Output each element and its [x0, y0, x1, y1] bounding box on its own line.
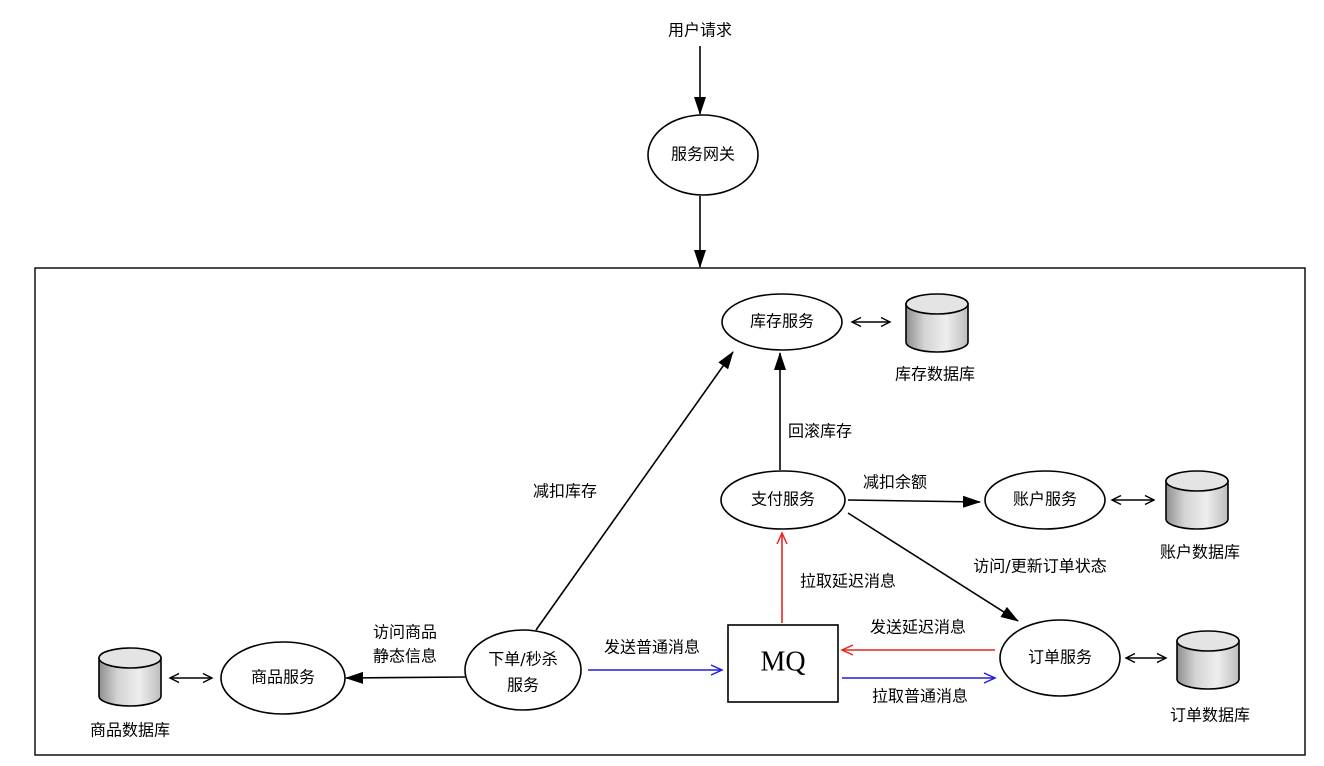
gateway-node	[647, 114, 759, 196]
edge-seckill-to-inventory	[535, 351, 734, 631]
deduct-balance-label: 减扣余额	[863, 473, 927, 492]
services-container	[34, 267, 1306, 756]
inventory-database-icon	[905, 293, 969, 353]
product-database-icon	[98, 647, 162, 707]
account-service-label: 账户服务	[1013, 490, 1077, 509]
inventory-service-node	[721, 293, 843, 351]
pull-delayed-message-label: 拉取延迟消息	[800, 572, 896, 591]
edge-payment-to-order	[847, 512, 1019, 622]
inventory-db-label: 库存数据库	[895, 365, 975, 384]
product-service-node	[220, 641, 346, 715]
payment-service-label: 支付服务	[751, 490, 815, 509]
user-request-label: 用户请求	[668, 21, 732, 40]
pull-normal-message-label: 拉取普通消息	[872, 687, 968, 706]
gateway-label: 服务网关	[671, 145, 735, 164]
deduct-inventory-label: 减扣库存	[533, 482, 597, 501]
send-normal-message-label: 发送普通消息	[604, 638, 700, 657]
edge-seckill-to-product	[345, 671, 466, 684]
account-db-label: 账户数据库	[1160, 543, 1240, 562]
edge-payment-to-account	[847, 495, 981, 508]
access-product-label-line2: 静态信息	[373, 647, 437, 666]
product-db-label: 商品数据库	[90, 721, 170, 740]
order-service-label: 订单服务	[1028, 648, 1092, 667]
mq-label: MQ	[760, 646, 805, 677]
order-service-node	[999, 619, 1121, 697]
product-service-label: 商品服务	[251, 668, 315, 687]
send-delayed-message-label: 发送延迟消息	[870, 618, 966, 637]
order-database-icon	[1176, 630, 1240, 690]
mq-node	[727, 624, 839, 703]
rollback-inventory-label: 回滚库存	[788, 422, 852, 441]
seckill-service-node	[464, 629, 582, 711]
inventory-service-label: 库存服务	[750, 312, 814, 331]
seckill-service-label-line1: 下单/秒杀	[488, 650, 557, 669]
order-db-label: 订单数据库	[1170, 706, 1250, 725]
account-database-icon	[1165, 470, 1229, 530]
access-product-label-line1: 访问商品	[373, 623, 437, 642]
account-service-node	[984, 470, 1106, 530]
payment-service-node	[720, 470, 846, 530]
seckill-service-label-line2: 服务	[507, 676, 539, 695]
update-order-status-label: 访问/更新订单状态	[973, 557, 1106, 576]
